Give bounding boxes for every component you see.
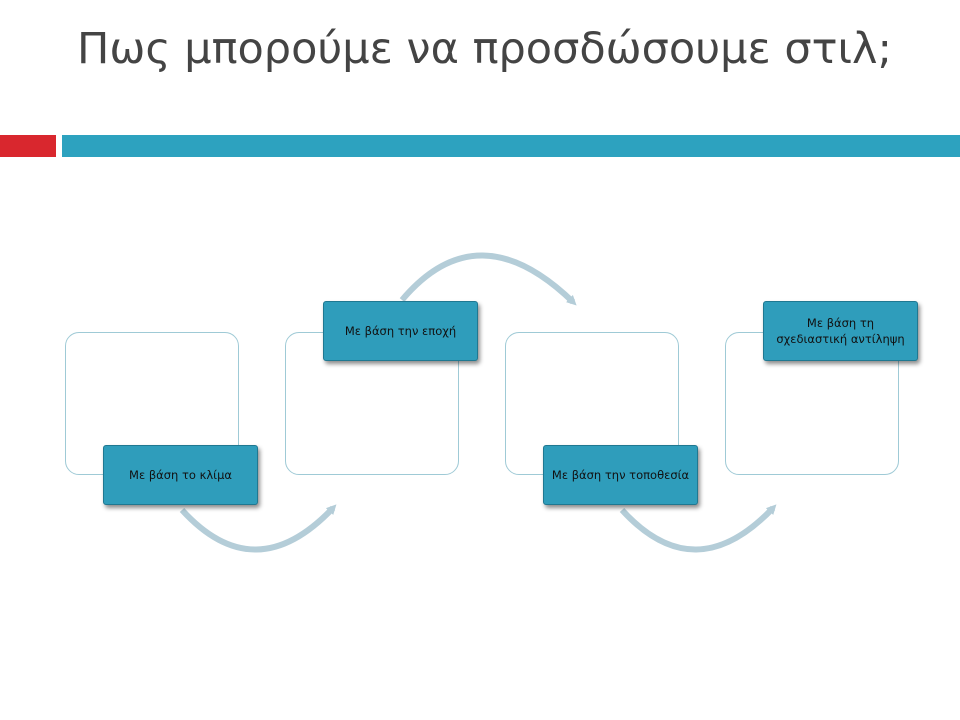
slide-title: Πως μπορούμε να προσδώσουμε στιλ; [77, 24, 892, 74]
curved-arrow-1 [179, 504, 337, 553]
step-label-1: Με βάση το κλίμα [103, 445, 258, 505]
step-label-4: Με βάση τη σχεδιαστική αντίληψη [763, 301, 918, 361]
title-accent-bar-teal [62, 135, 960, 157]
title-accent-bar-red [0, 135, 56, 157]
step-label-3: Με βάση την τοποθεσία [543, 445, 698, 505]
curved-arrow-2 [399, 252, 577, 306]
curved-arrow-3 [619, 504, 777, 553]
step-label-2: Με βάση την εποχή [323, 301, 478, 361]
